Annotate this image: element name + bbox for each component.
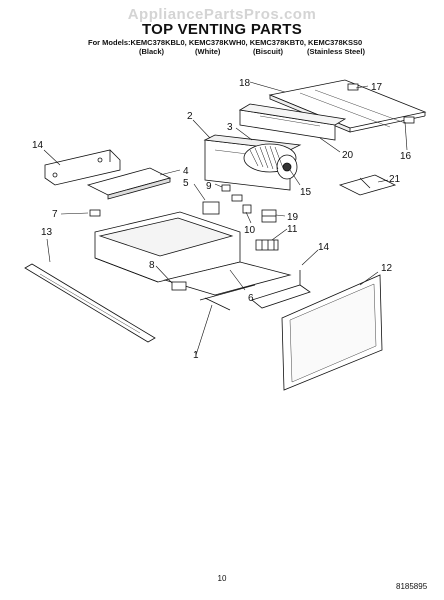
- part-terminal-block: [255, 239, 279, 251]
- part-pin: [204, 297, 231, 311]
- leader-lines: [43, 81, 408, 356]
- watermark: AppliancePartsPros.com: [127, 6, 317, 23]
- callout-9: 9: [206, 181, 212, 192]
- document-id: 8185895: [396, 582, 428, 591]
- variant-white: (White): [195, 47, 221, 56]
- part-mount-bracket: [338, 174, 397, 196]
- part-bottom-frame: [163, 261, 292, 301]
- callout-19: 19: [287, 212, 299, 223]
- variant-black: (Black): [139, 47, 165, 56]
- callout-18: 18: [239, 78, 251, 89]
- variant-stainless: (Stainless Steel): [307, 47, 365, 56]
- callout-4: 4: [183, 166, 189, 177]
- callout-7: 7: [52, 209, 58, 220]
- callout-10: 10: [244, 225, 256, 236]
- callout-labels: 1 2 3 4 5 6 7 8 9 10 11 12 13 14 14 15 1…: [32, 78, 412, 361]
- part-front-rail: [24, 263, 156, 343]
- part-side-bracket-right: [251, 270, 311, 309]
- callout-2: 2: [187, 111, 193, 122]
- variant-biscuit: (Biscuit): [253, 47, 283, 56]
- part-vent-baffle: [86, 167, 172, 200]
- part-blower-fan: [243, 143, 298, 180]
- part-side-bracket-left: [44, 149, 121, 186]
- callout-1: 1: [193, 350, 199, 361]
- part-small-clip: [89, 209, 101, 217]
- callout-8: 8: [149, 260, 155, 271]
- part-main-tray: [94, 201, 241, 283]
- callout-11: 11: [287, 224, 298, 235]
- callout-14-left: 14: [32, 140, 44, 151]
- models-line: For Models:KEMC378KBL0, KEMC378KWH0, KEM…: [88, 38, 363, 47]
- page-title: TOP VENTING PARTS: [141, 21, 303, 38]
- callout-12: 12: [381, 263, 393, 274]
- part-vent-duct: [238, 103, 347, 141]
- callout-17: 17: [371, 82, 383, 93]
- callout-14-right: 14: [318, 242, 330, 253]
- callout-20: 20: [342, 150, 354, 161]
- part-switch: [171, 281, 187, 291]
- callout-3: 3: [227, 122, 233, 133]
- callout-16: 16: [400, 151, 412, 162]
- part-side-panel: [281, 274, 383, 391]
- page-number: 10: [217, 574, 227, 583]
- callout-21: 21: [389, 174, 401, 185]
- callout-15: 15: [300, 187, 312, 198]
- callout-13: 13: [41, 227, 53, 238]
- part-clips: [221, 184, 252, 214]
- callout-6: 6: [248, 293, 254, 304]
- part-thermal-switch: [261, 209, 277, 223]
- callout-5: 5: [183, 178, 189, 189]
